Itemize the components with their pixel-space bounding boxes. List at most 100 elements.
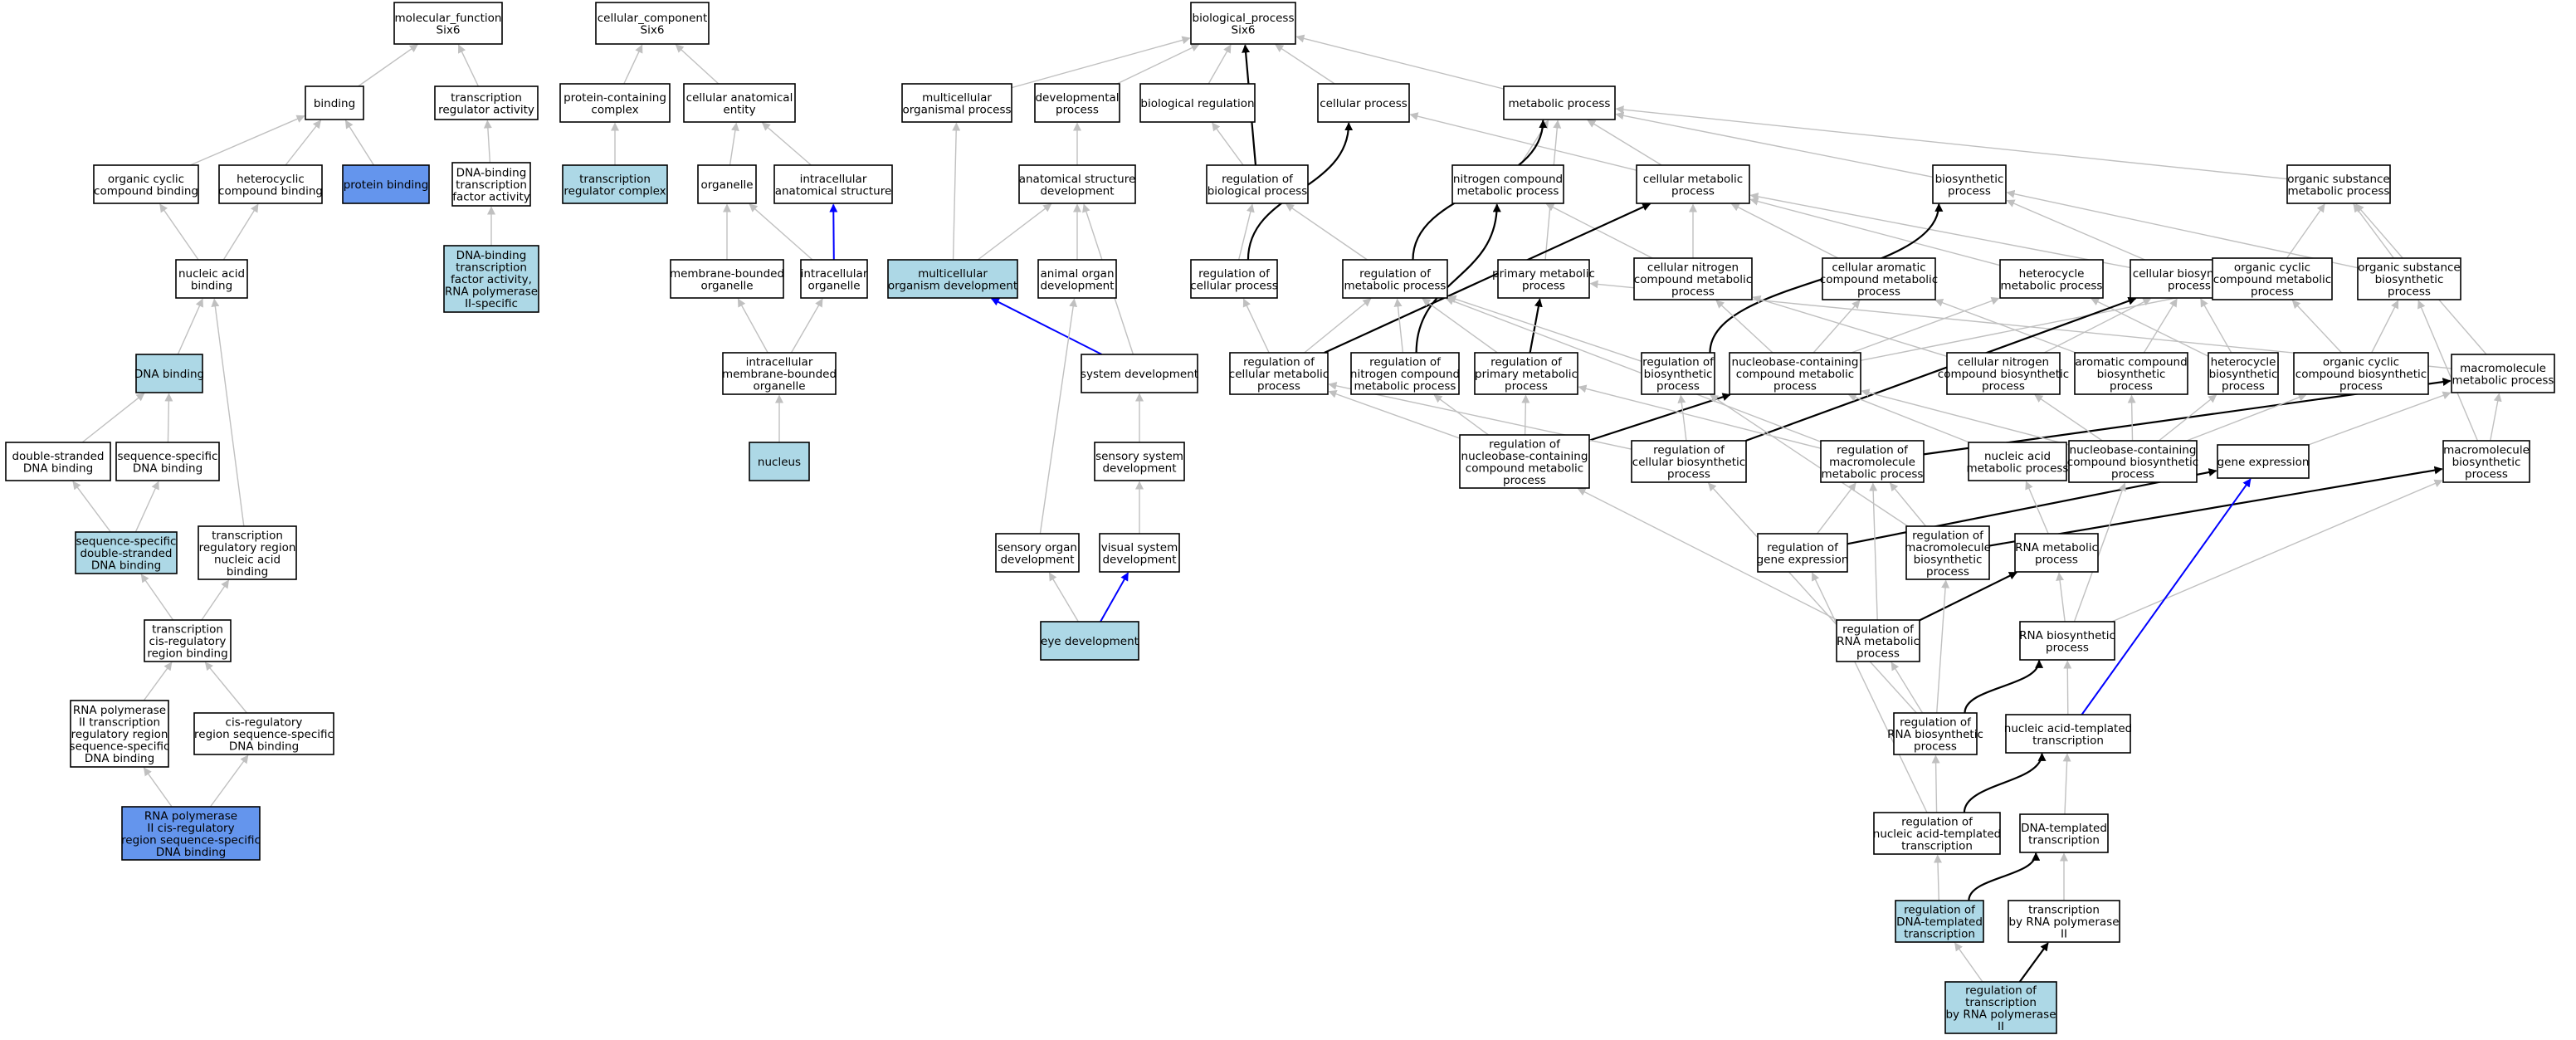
node-box — [2008, 900, 2120, 943]
node-box — [75, 531, 178, 574]
node-label-line: metabolic process — [2288, 184, 2390, 198]
node-label-line: sequence-specific — [70, 740, 170, 754]
node-label-line: metabolic process — [1354, 380, 1456, 393]
node-label-line: binding — [227, 565, 268, 579]
node-label-line: II transcription — [79, 716, 160, 730]
node-label-line: eye development — [1041, 635, 1139, 648]
node-box — [1820, 440, 1925, 483]
node-label-line: biological_process — [1193, 12, 1295, 25]
node-box — [697, 164, 757, 204]
node-label-line: RNA metabolic — [1837, 635, 1920, 648]
node-label-line: transcription — [2032, 734, 2104, 747]
node-label-line: region sequence-specific — [194, 728, 334, 741]
node-label-line: animal organ — [1040, 267, 1114, 281]
edge-rncmp-to-ncmp — [1415, 203, 1501, 354]
edge-nab-to-ocb — [159, 203, 199, 261]
node-label-line: transcription — [1901, 840, 1973, 853]
node-label-line: cellular process — [1190, 279, 1278, 292]
edge-occbp-to-occmp — [2291, 300, 2343, 354]
node-label-line: development — [1000, 553, 1074, 566]
edge-nccmp-to-occmp — [1860, 288, 2213, 362]
node-label-line: organism development — [888, 279, 1017, 292]
node-label-line: DNA-templated — [2021, 822, 2107, 835]
edge-trrnab-to-nab — [211, 298, 245, 527]
edge-mod-to-asd — [977, 203, 1052, 261]
node-box — [1895, 900, 1984, 943]
edge-rrnamp-to-rmacmp — [1869, 482, 1878, 621]
go-term-node-cellp: cellular process — [1317, 83, 1410, 123]
node-box — [800, 259, 868, 299]
edge-tcrrb-to-ssdsdb — [140, 574, 174, 621]
node-label-line: regulation of — [1912, 529, 1984, 542]
node-box — [2212, 257, 2333, 300]
edge-pcc-to-cc — [623, 44, 643, 85]
node-box — [722, 352, 837, 395]
node-label-line: regulation of — [1369, 356, 1442, 369]
edge-nccbp-to-acbp — [2127, 394, 2136, 442]
node-label-line: process — [2251, 286, 2294, 299]
node-label-line: sequence-specific — [76, 535, 177, 549]
edge-rcp-to-rbp — [1237, 203, 1255, 261]
edge-rnccmp-to-nccmp — [1588, 393, 1731, 442]
edge-dtt-to-natt — [2062, 753, 2071, 815]
node-label-line: primary metabolic — [1492, 267, 1595, 281]
edge-nccbp-to-occbp — [2186, 393, 2307, 442]
edge-rrnamp-to-rnamp — [1919, 571, 2017, 622]
node-label-line: nucleic acid — [1984, 450, 2051, 463]
node-box — [559, 83, 671, 123]
edge-nccbp-to-hbp — [2158, 394, 2217, 442]
node-label-line: nucleus — [758, 456, 801, 469]
edge-rp2cr-to-crrssdb — [209, 754, 249, 808]
node-box — [1040, 621, 1139, 661]
edge-occmp-to-osmp — [2286, 203, 2325, 259]
node-label-line: regulatory region — [199, 541, 296, 554]
node-label-line: macromolecule — [2443, 444, 2530, 457]
edge-ncmp-to-metp — [1519, 120, 1549, 166]
node-label-line: transcription — [451, 91, 522, 105]
node-box — [670, 259, 784, 299]
edge-hmp-to-cmp — [1749, 197, 2001, 266]
node-box — [451, 162, 531, 207]
edge-hbp-to-cbp — [2200, 298, 2232, 354]
edge-hbp-to-hmp — [2091, 298, 2209, 357]
node-label-line: double-stranded — [80, 547, 172, 560]
edge-rrnabp-to-rrnamp — [1891, 662, 1924, 714]
edge-rmp-to-rbp — [1285, 203, 1368, 261]
node-label-line: process — [1914, 740, 1957, 754]
node-label-line: metabolic process — [2452, 374, 2554, 387]
node-label-line: transcription — [2028, 833, 2100, 847]
edge-rmbp-to-rmacmp — [1890, 482, 1927, 527]
node-label-line: by RNA polymerase — [1945, 1008, 2056, 1021]
node-box — [1757, 533, 1848, 573]
node-label-line: regulation of — [1904, 904, 1976, 917]
node-label-line: factor activity — [452, 191, 530, 204]
node-label-line: development — [1102, 553, 1176, 566]
node-label-line: regulation of — [1198, 267, 1271, 281]
edge-rbp-to-breg — [1212, 122, 1244, 166]
node-box — [443, 245, 539, 313]
node-box — [2014, 533, 2099, 573]
node-label-line: process — [1505, 380, 1548, 393]
edge-rmacmp-to-rpmp — [1578, 384, 1822, 449]
node-label-line: cis-regulatory — [226, 716, 303, 730]
node-label-line: compound biosynthetic — [2067, 456, 2198, 469]
node-box — [773, 164, 893, 204]
node-label-line: DNA binding — [133, 461, 202, 475]
edge-cmp-to-cellp — [1409, 112, 1637, 171]
